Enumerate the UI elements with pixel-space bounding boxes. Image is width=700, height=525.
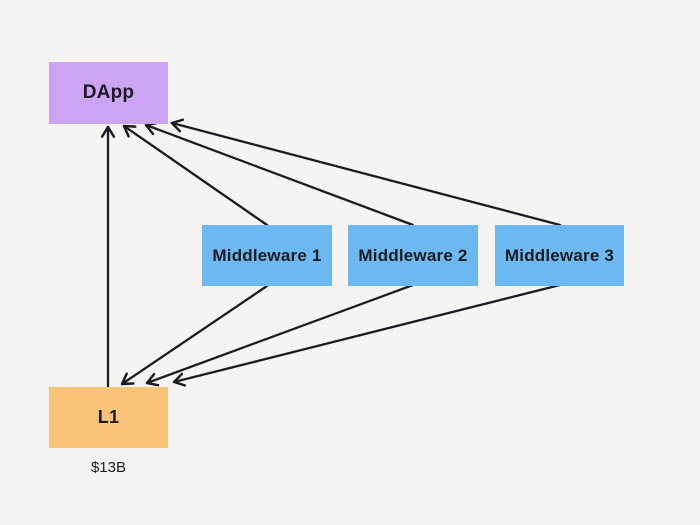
- edge-middleware2-to-l1: [145, 283, 415, 387]
- edge-middleware2-to-dapp: [144, 121, 415, 227]
- node-l1: L1: [49, 387, 168, 448]
- edge-middleware3-to-l1: [172, 283, 562, 387]
- node-dapp-label: DApp: [82, 82, 135, 103]
- node-middleware-1: Middleware 1: [202, 225, 332, 286]
- node-middleware-2-label: Middleware 2: [358, 245, 468, 265]
- edge-middleware1-to-dapp: [122, 124, 269, 227]
- edge-middleware3-to-dapp: [170, 118, 562, 227]
- node-l1-label: L1: [97, 407, 120, 427]
- node-middleware-2: Middleware 2: [348, 225, 478, 286]
- node-middleware-1-label: Middleware 1: [212, 245, 322, 265]
- node-middleware-3-label: Middleware 3: [504, 245, 615, 265]
- node-middleware-3: Middleware 3: [495, 225, 624, 286]
- node-dapp: DApp: [49, 62, 168, 124]
- edge-middleware1-to-l1: [120, 284, 269, 386]
- l1-value-caption: $13B: [90, 459, 127, 476]
